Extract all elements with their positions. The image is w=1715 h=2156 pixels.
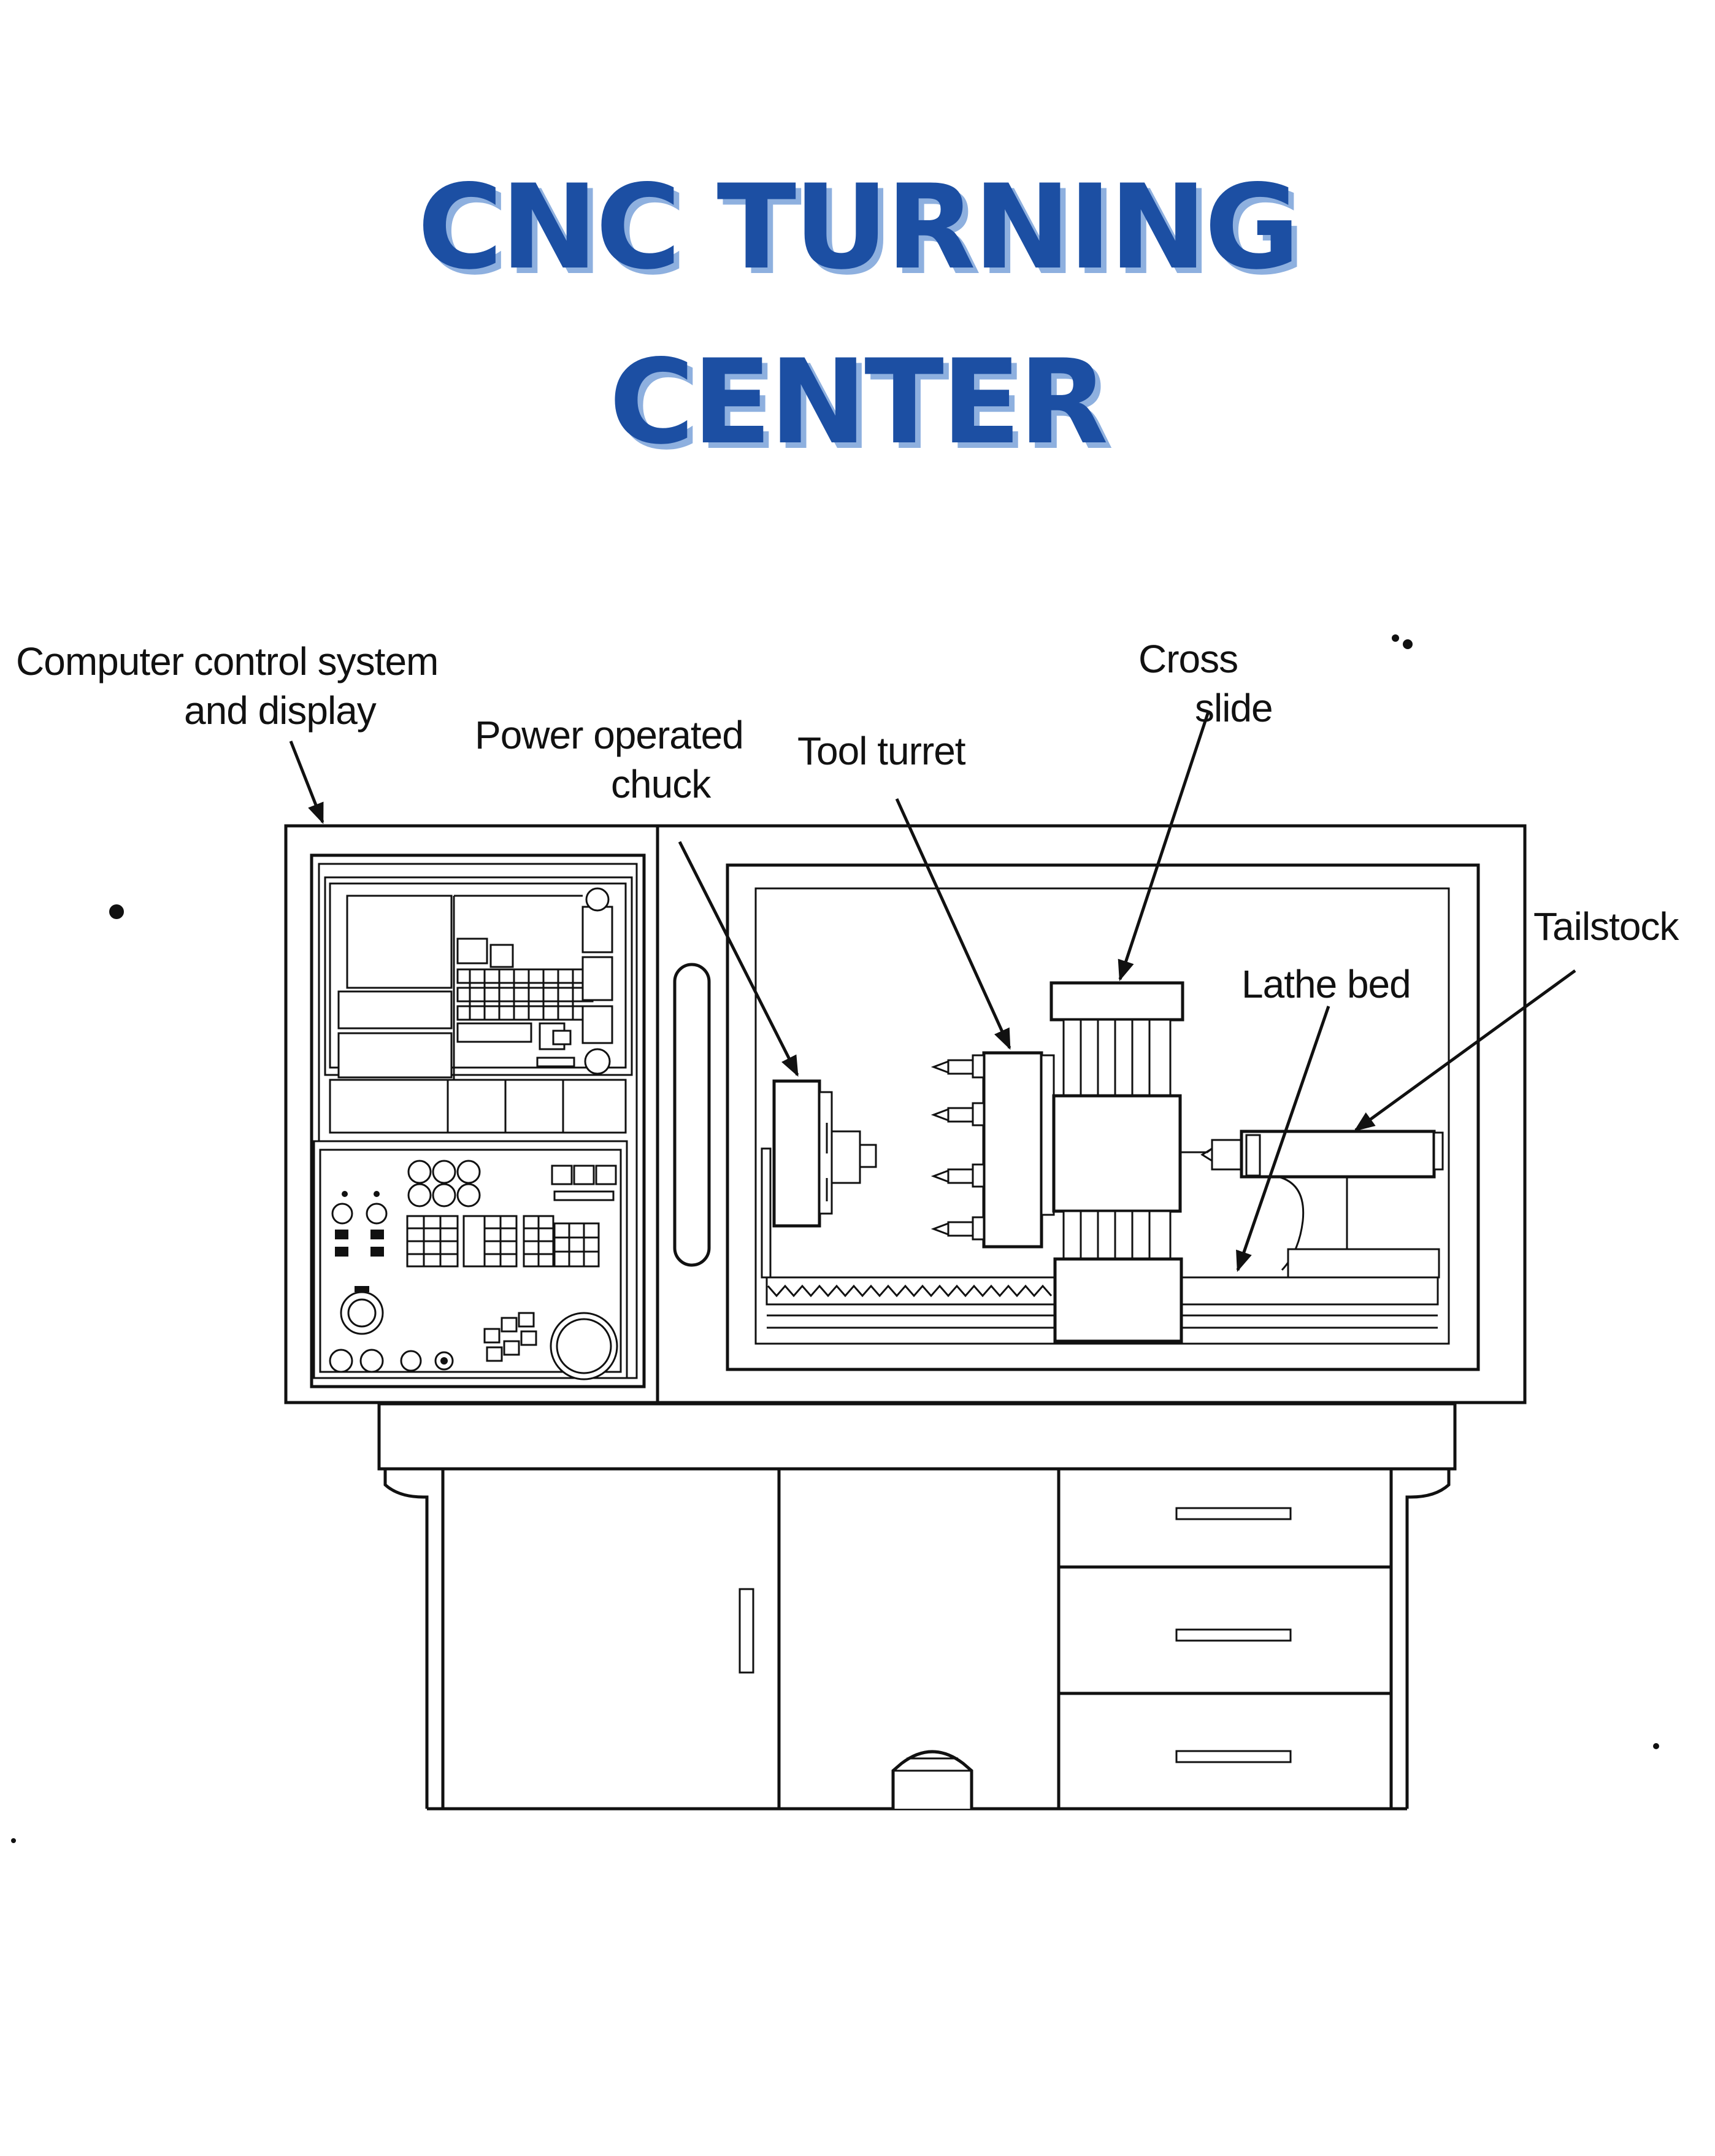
tool-turret bbox=[930, 1051, 1043, 1249]
label-cross-slide-line1: Cross bbox=[1138, 637, 1238, 681]
label-power-chuck-line1: Power operated bbox=[475, 713, 743, 757]
label-cross-slide-line2: slide bbox=[1195, 686, 1273, 730]
control-panel bbox=[310, 853, 646, 1388]
tailstock bbox=[1200, 1130, 1444, 1279]
print-specks bbox=[11, 634, 1659, 1843]
title-line-1: CNC TURNING bbox=[417, 160, 1300, 295]
label-computer-control-line1: Computer control system bbox=[16, 639, 438, 683]
display-screen bbox=[324, 876, 633, 1134]
label-power-chuck-line2: chuck bbox=[611, 762, 712, 806]
drawer-handle-3 bbox=[1175, 1750, 1292, 1763]
machine-stand bbox=[377, 1402, 1457, 1811]
drawer-handle-1 bbox=[1175, 1507, 1292, 1520]
door-handle bbox=[673, 963, 711, 1267]
drawer-handle-2 bbox=[1175, 1628, 1292, 1642]
cross-slide bbox=[1040, 981, 1213, 1343]
title-line-2: CENTER bbox=[609, 334, 1108, 470]
power-operated-chuck bbox=[761, 1079, 877, 1279]
cabinet-door-handle bbox=[739, 1588, 754, 1674]
label-lathe-bed: Lathe bed bbox=[1241, 962, 1411, 1006]
label-computer-control-line2: and display bbox=[184, 688, 377, 733]
keypad bbox=[313, 1140, 628, 1380]
label-tailstock: Tailstock bbox=[1533, 904, 1679, 949]
foot-pedal bbox=[891, 1750, 973, 1809]
label-tool-turret: Tool turret bbox=[797, 729, 966, 773]
leader-arrows bbox=[289, 711, 1576, 1272]
